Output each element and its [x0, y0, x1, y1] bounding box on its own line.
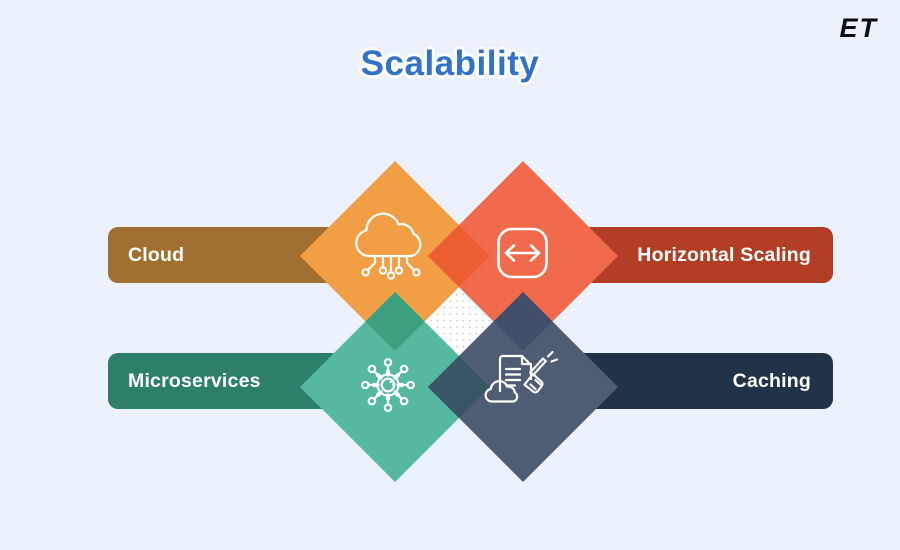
page-title: Scalability — [360, 44, 540, 83]
overlap-orange-teal — [365, 292, 425, 351]
horizontal-scaling-bar-label: Horizontal Scaling — [637, 243, 811, 266]
center-diamond-texture — [426, 288, 492, 355]
microservices-bar: Microservices — [108, 353, 430, 409]
overlap-teal-slate — [428, 356, 490, 418]
cloud-bar-label: Cloud — [128, 243, 185, 266]
overlap-red-slate — [493, 292, 553, 351]
center-diamond — [426, 288, 492, 355]
overlap-orange-red — [428, 225, 490, 287]
microservices-bar-label: Microservices — [128, 369, 261, 392]
caching-bar-label: Caching — [732, 369, 811, 392]
et-logo: ET — [839, 13, 878, 43]
caching-bar: Caching — [490, 353, 833, 409]
cloud-bar: Cloud — [108, 227, 430, 283]
horizontal-scaling-bar: Horizontal Scaling — [490, 227, 833, 283]
